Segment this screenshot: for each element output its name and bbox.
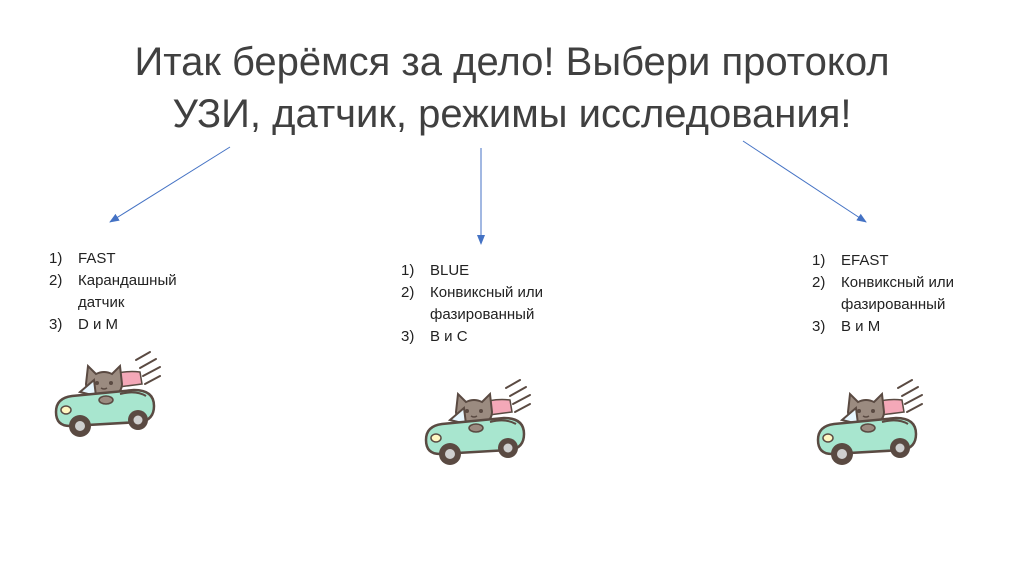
cat-driving-car-icon: [424, 379, 531, 465]
list-item: 2)Конвиксный или фазированный: [812, 274, 955, 313]
list-item: 3)B и M: [812, 318, 881, 335]
cat-driving-car-icon: [816, 379, 923, 465]
list-item: 3)B и C: [401, 328, 468, 345]
protocol-list-fast: 1)FAST 2)Карандашный датчик 3)D и M: [49, 248, 219, 336]
list-item: 1)BLUE: [401, 262, 470, 279]
slide-title: Итак берёмся за дело! Выбери протокол УЗ…: [60, 36, 964, 140]
arrow-left: [109, 146, 231, 223]
list-item: 3)D и M: [49, 316, 119, 333]
list-item: 1)EFAST: [812, 252, 889, 269]
title-line-1: Итак берёмся за дело! Выбери протокол: [134, 40, 890, 84]
cat-driving-car-icon: [54, 351, 161, 437]
protocol-list-blue: 1)BLUE 2)Конвиксный или фазированный 3)B…: [401, 260, 571, 348]
protocol-list-efast: 1)EFAST 2)Конвиксный или фазированный 3)…: [812, 250, 982, 338]
title-line-2: УЗИ, датчик, режимы исследования!: [172, 92, 852, 136]
list-item: 2)Конвиксный или фазированный: [401, 284, 544, 323]
list-item: 1)FAST: [49, 250, 116, 267]
list-item: 2)Карандашный датчик: [49, 272, 177, 311]
arrow-right: [742, 140, 867, 223]
